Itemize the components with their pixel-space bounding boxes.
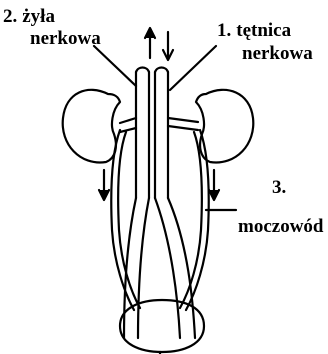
ureter-label: moczowód xyxy=(238,216,324,237)
vein-label-line1: 2.żyła xyxy=(3,6,55,27)
vein-label-line2: nerkowa xyxy=(30,28,101,49)
left-ureter-flow-arrow-icon xyxy=(99,170,109,200)
artery-leader-line xyxy=(170,46,216,90)
left-kidney xyxy=(63,90,120,163)
artery-label-line1: 1.tętnica xyxy=(217,20,292,41)
artery-label-line2: nerkowa xyxy=(242,43,313,64)
ureter-label-number: 3. xyxy=(272,177,286,198)
left-ureter xyxy=(111,130,134,310)
vein-flow-arrow-up-icon xyxy=(145,28,155,58)
vein-leader-line xyxy=(94,46,136,86)
artery-flow-arrow-down-icon xyxy=(163,32,173,60)
right-ureter-flow-arrow-icon xyxy=(209,170,219,200)
